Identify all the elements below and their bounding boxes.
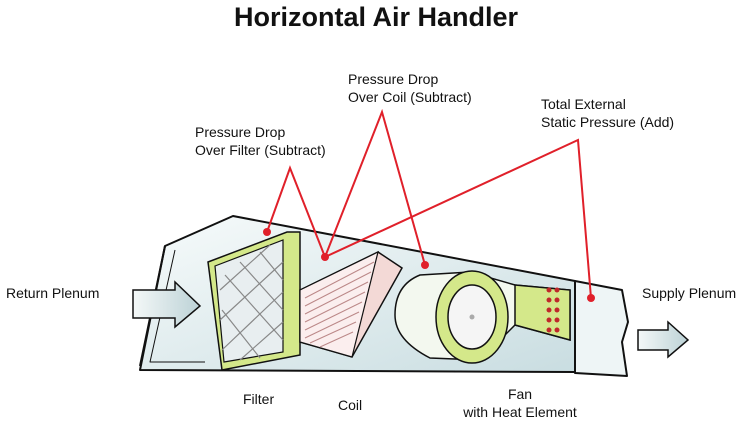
callout-line-2: Static Pressure (Add)	[541, 114, 675, 130]
supply-measure-point	[587, 294, 595, 302]
return-plenum-label: Return Plenum	[6, 285, 100, 301]
callout-line-2: Over Filter (Subtract)	[195, 142, 326, 158]
coil-label: Coil	[338, 397, 363, 413]
callout-coil-drop: Pressure Drop Over Coil (Subtract)	[348, 70, 472, 106]
fan-label-line-2: with Heat Element	[463, 404, 577, 420]
callout-line-2: Over Coil (Subtract)	[348, 89, 472, 105]
callout-line-1: Pressure Drop	[195, 124, 286, 140]
diagram-title: Horizontal Air Handler	[233, 2, 519, 32]
measurement-points	[263, 228, 595, 302]
filter-label: Filter	[243, 391, 275, 407]
return-airflow-arrow	[132, 280, 202, 329]
fan-label-line-1: Fan	[507, 386, 533, 402]
coil-measure-point	[321, 253, 329, 261]
filter-illustration	[207, 231, 301, 371]
filter-measure-point	[263, 228, 271, 236]
fan-measure-point	[421, 261, 429, 269]
supply-plenum-label: Supply Plenum	[642, 285, 737, 301]
supply-airflow-arrow	[637, 320, 690, 359]
fan-illustration	[394, 270, 571, 364]
fan-label: Fan with Heat Element	[445, 385, 595, 421]
heat-element-dots	[546, 287, 560, 333]
coil-illustration	[299, 250, 403, 358]
callout-line-1: Pressure Drop	[348, 71, 439, 87]
callout-total-external: Total External Static Pressure (Add)	[541, 95, 674, 131]
callout-filter-drop: Pressure Drop Over Filter (Subtract)	[195, 123, 326, 159]
callout-lines	[266, 108, 592, 299]
callout-line-1: Total External	[541, 96, 626, 112]
